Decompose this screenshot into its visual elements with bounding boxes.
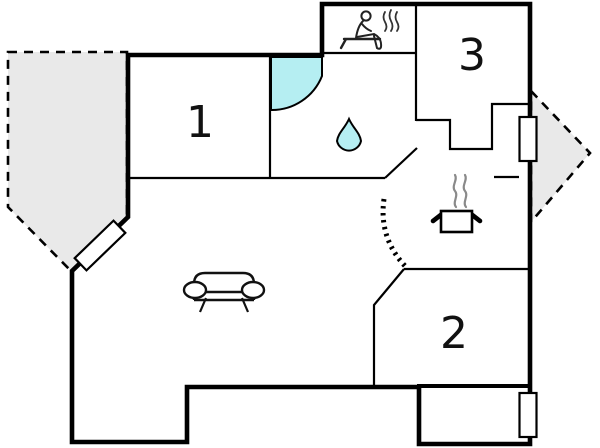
sofa-icon bbox=[182, 271, 266, 313]
terrace-right bbox=[529, 87, 592, 226]
sauna-person-head bbox=[360, 10, 372, 22]
water-drop-icon bbox=[335, 116, 363, 152]
room-2-label: 2 bbox=[440, 308, 468, 359]
pot-body bbox=[439, 209, 474, 234]
room3-step-wall bbox=[416, 102, 529, 151]
sauna-person-leg bbox=[356, 32, 383, 50]
room-1-label: 1 bbox=[186, 97, 214, 148]
shower-stall-icon bbox=[270, 56, 323, 112]
cooking-pot-icon bbox=[430, 173, 483, 234]
sofa-arm-right bbox=[240, 280, 266, 300]
sauna-person-arm bbox=[361, 23, 372, 32]
sauna-icon bbox=[339, 9, 400, 50]
sauna-bench bbox=[339, 37, 382, 50]
window-right-upper bbox=[518, 115, 538, 163]
bathroom-chamfer-wall bbox=[384, 147, 418, 179]
pot-steam-lines bbox=[452, 173, 468, 209]
sofa-arm-left bbox=[182, 280, 208, 300]
opening-dashed-arc bbox=[380, 198, 409, 270]
window-diagonal bbox=[73, 219, 127, 272]
sauna-person-body bbox=[355, 20, 364, 39]
room-3-label: 3 bbox=[458, 30, 486, 81]
sofa-back bbox=[192, 271, 256, 300]
sauna-steam-lines bbox=[382, 9, 400, 32]
room2-left-wall bbox=[372, 268, 405, 387]
window-right-lower bbox=[518, 391, 538, 439]
